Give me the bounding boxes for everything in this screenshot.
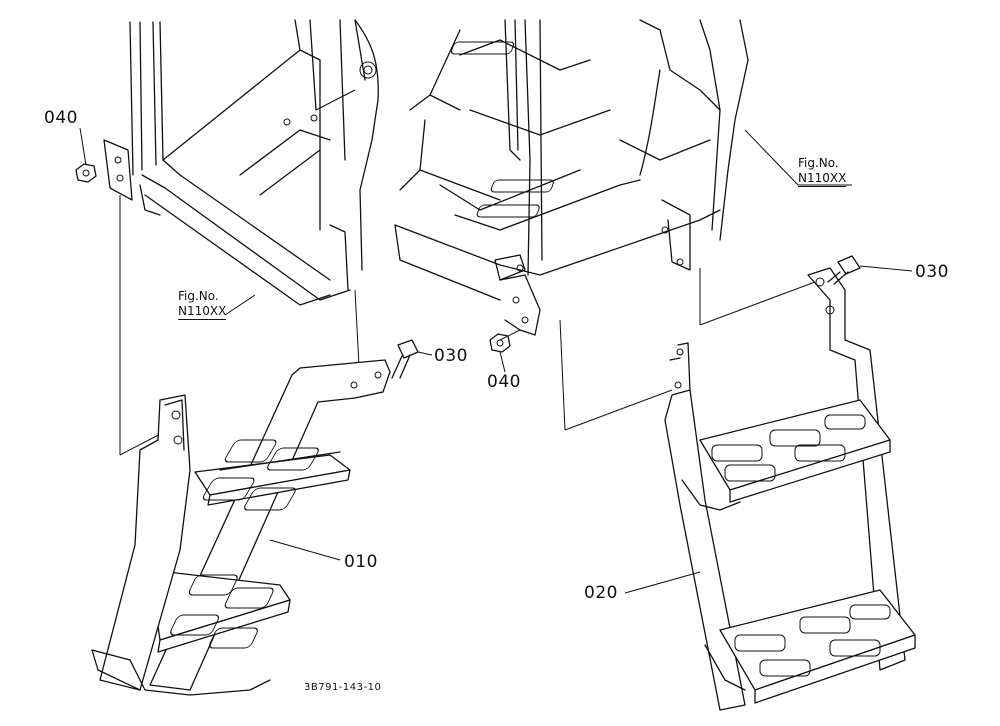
tread-020-lower	[734, 604, 891, 677]
part-label-030-right: 030	[915, 262, 949, 282]
nut-040-left-icon	[75, 163, 97, 183]
left-cab-frame	[103, 19, 379, 306]
figure-ref-left-number: N110XX	[178, 304, 227, 320]
tread-lower	[170, 574, 274, 649]
nut-040-right-icon	[489, 333, 511, 353]
bolt-030-left-icon	[391, 339, 419, 379]
figure-ref-right-prefix: Fig.No.	[798, 156, 839, 170]
figure-ref-left-prefix: Fig.No.	[178, 289, 219, 303]
part-label-030-left: 030	[434, 346, 468, 366]
figure-ref-right: Fig.No. N110XX	[798, 156, 847, 187]
part-label-020: 020	[584, 583, 618, 603]
tread-020-upper	[711, 414, 866, 482]
step-assembly-020	[664, 267, 916, 711]
right-cab-frame	[394, 19, 749, 336]
figure-ref-right-number: N110XX	[798, 171, 847, 187]
step-assembly-010	[91, 359, 391, 696]
part-label-040-left: 040	[44, 108, 78, 128]
drawing-code: 3B791-143-10	[304, 682, 382, 693]
part-label-040-right: 040	[487, 372, 521, 392]
part-label-010: 010	[344, 552, 378, 572]
bolt-030-right-icon	[827, 255, 861, 285]
tread-upper	[202, 439, 319, 511]
figure-ref-left: Fig.No. N110XX	[178, 289, 227, 320]
